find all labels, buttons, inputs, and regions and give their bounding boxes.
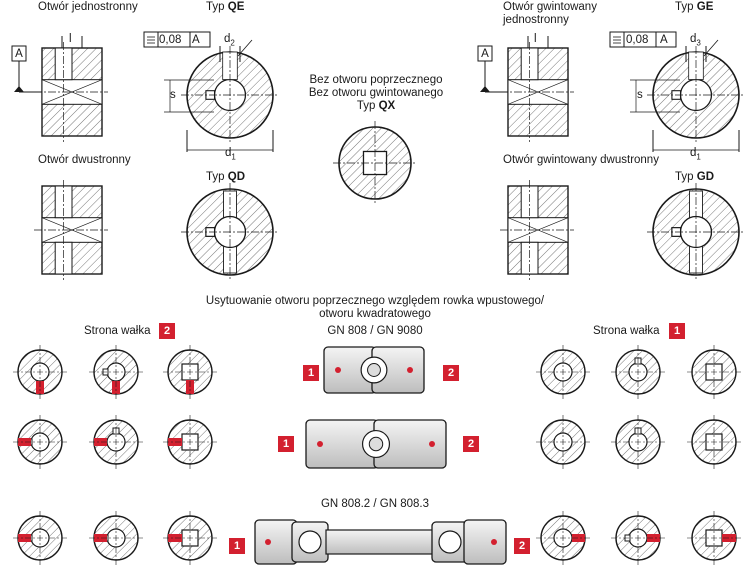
- hub-r-r3-c1-cross-hole: [572, 534, 585, 542]
- datum-triangle-left: [14, 86, 24, 92]
- datum-a-left: A: [15, 48, 23, 60]
- label-type-qd: Typ QD: [206, 171, 245, 183]
- tol-frame-qe-frame: [143, 31, 211, 48]
- joint3-pin-right: [438, 530, 462, 554]
- badge-shaft-side-2: 2: [159, 323, 175, 339]
- label-type-ge: Typ GE: [675, 1, 714, 13]
- joint3-hub-left: [254, 519, 298, 565]
- joint3-shaft: [325, 529, 437, 555]
- hub-r-r3-c2-cross-hole: [647, 534, 660, 542]
- hub-l-r2-c2-cross-hole: [94, 438, 107, 446]
- dims-qe-leader: [237, 39, 253, 57]
- hub-l-r3-c2-cross-hole: [94, 534, 107, 542]
- tolerance-left: 0,08: [159, 34, 182, 46]
- joint-gn808-row1-hole-left: [335, 367, 341, 373]
- marker-2-row2: 2: [463, 436, 479, 452]
- dim-l-left: l: [69, 33, 72, 45]
- label-threaded-one-side-2: jednostronny: [503, 14, 569, 26]
- joint3-hub-right: [463, 519, 507, 565]
- dim-d2: d2: [224, 33, 235, 48]
- label-gn-808-9080: GN 808 / GN 9080: [327, 325, 423, 337]
- joint3-hole-left: [265, 539, 271, 545]
- joint-gn808-row1-pin-center: [367, 363, 381, 377]
- marker-1-row3: 1: [229, 538, 245, 554]
- tolerance-datum-right: A: [660, 34, 668, 46]
- datum-a-right: A: [481, 48, 489, 60]
- joint-gn808-row1-hole-right: [407, 367, 413, 373]
- label-shaft-side-right: Strona wałka: [593, 325, 660, 337]
- joint-gn808-2: [254, 519, 507, 565]
- hub-l-r1-c1-cross-hole: [36, 381, 44, 394]
- label-no-cross-hole: Bez otworu poprzecznego: [309, 74, 443, 86]
- joint-gn808-row2-pin-center: [368, 436, 384, 452]
- joint-gn808-row2: [305, 419, 447, 469]
- label-type-gd: Typ GD: [675, 171, 714, 183]
- marker-2-row1: 2: [443, 365, 459, 381]
- label-type-qx: Typ QX: [356, 100, 396, 112]
- heading-orientation-2: otworu kwadratowego: [319, 308, 431, 320]
- dim-d1-left: d1: [225, 147, 236, 162]
- label-two-side-hole: Otwór dwustronny: [38, 154, 131, 166]
- joint-gn808-row2-hole-left: [317, 441, 323, 447]
- marker-1-row2: 1: [278, 436, 294, 452]
- label-shaft-side-left: Strona wałka: [84, 325, 151, 337]
- hub-l-r3-c1-cross-hole: [18, 534, 31, 542]
- label-no-threaded-hole: Bez otworu gwintowanego: [308, 87, 444, 99]
- tolerance-datum-left: A: [192, 34, 200, 46]
- label-type-qe: Typ QE: [206, 1, 245, 13]
- tolerance-right: 0,08: [626, 34, 649, 46]
- datum-triangle-right: [480, 86, 490, 92]
- marker-2-row3: 2: [514, 538, 530, 554]
- dims-ge-leader: [703, 39, 719, 57]
- dim-l-right: l: [534, 33, 537, 45]
- hub-l-r2-c1-cross-hole: [18, 438, 31, 446]
- dim-s-left: s: [170, 89, 176, 101]
- dim-s-right: s: [637, 89, 643, 101]
- dim-d1-right: d1: [690, 147, 701, 162]
- label-one-side-hole: Otwór jednostronny: [38, 1, 138, 13]
- label-threaded-two-side: Otwór gwintowany dwustronny: [503, 154, 659, 166]
- hub-l-r1-c2-cross-hole: [112, 381, 120, 394]
- label-gn-808-2-808-3: GN 808.2 / GN 808.3: [320, 498, 430, 510]
- label-threaded-one-side-1: Otwór gwintowany: [503, 1, 597, 13]
- joint3-pin-left: [298, 530, 322, 554]
- joint-gn808-row1: [323, 346, 425, 394]
- joint3-hole-right: [491, 539, 497, 545]
- dim-d3: d3: [690, 33, 701, 48]
- heading-orientation-1: Usytuowanie otworu poprzecznego względem…: [205, 295, 545, 307]
- marker-1-row1: 1: [303, 365, 319, 381]
- joint-gn808-row2-hole-right: [429, 441, 435, 447]
- tol-frame-ge-frame: [609, 31, 677, 48]
- badge-shaft-side-1: 1: [669, 323, 685, 339]
